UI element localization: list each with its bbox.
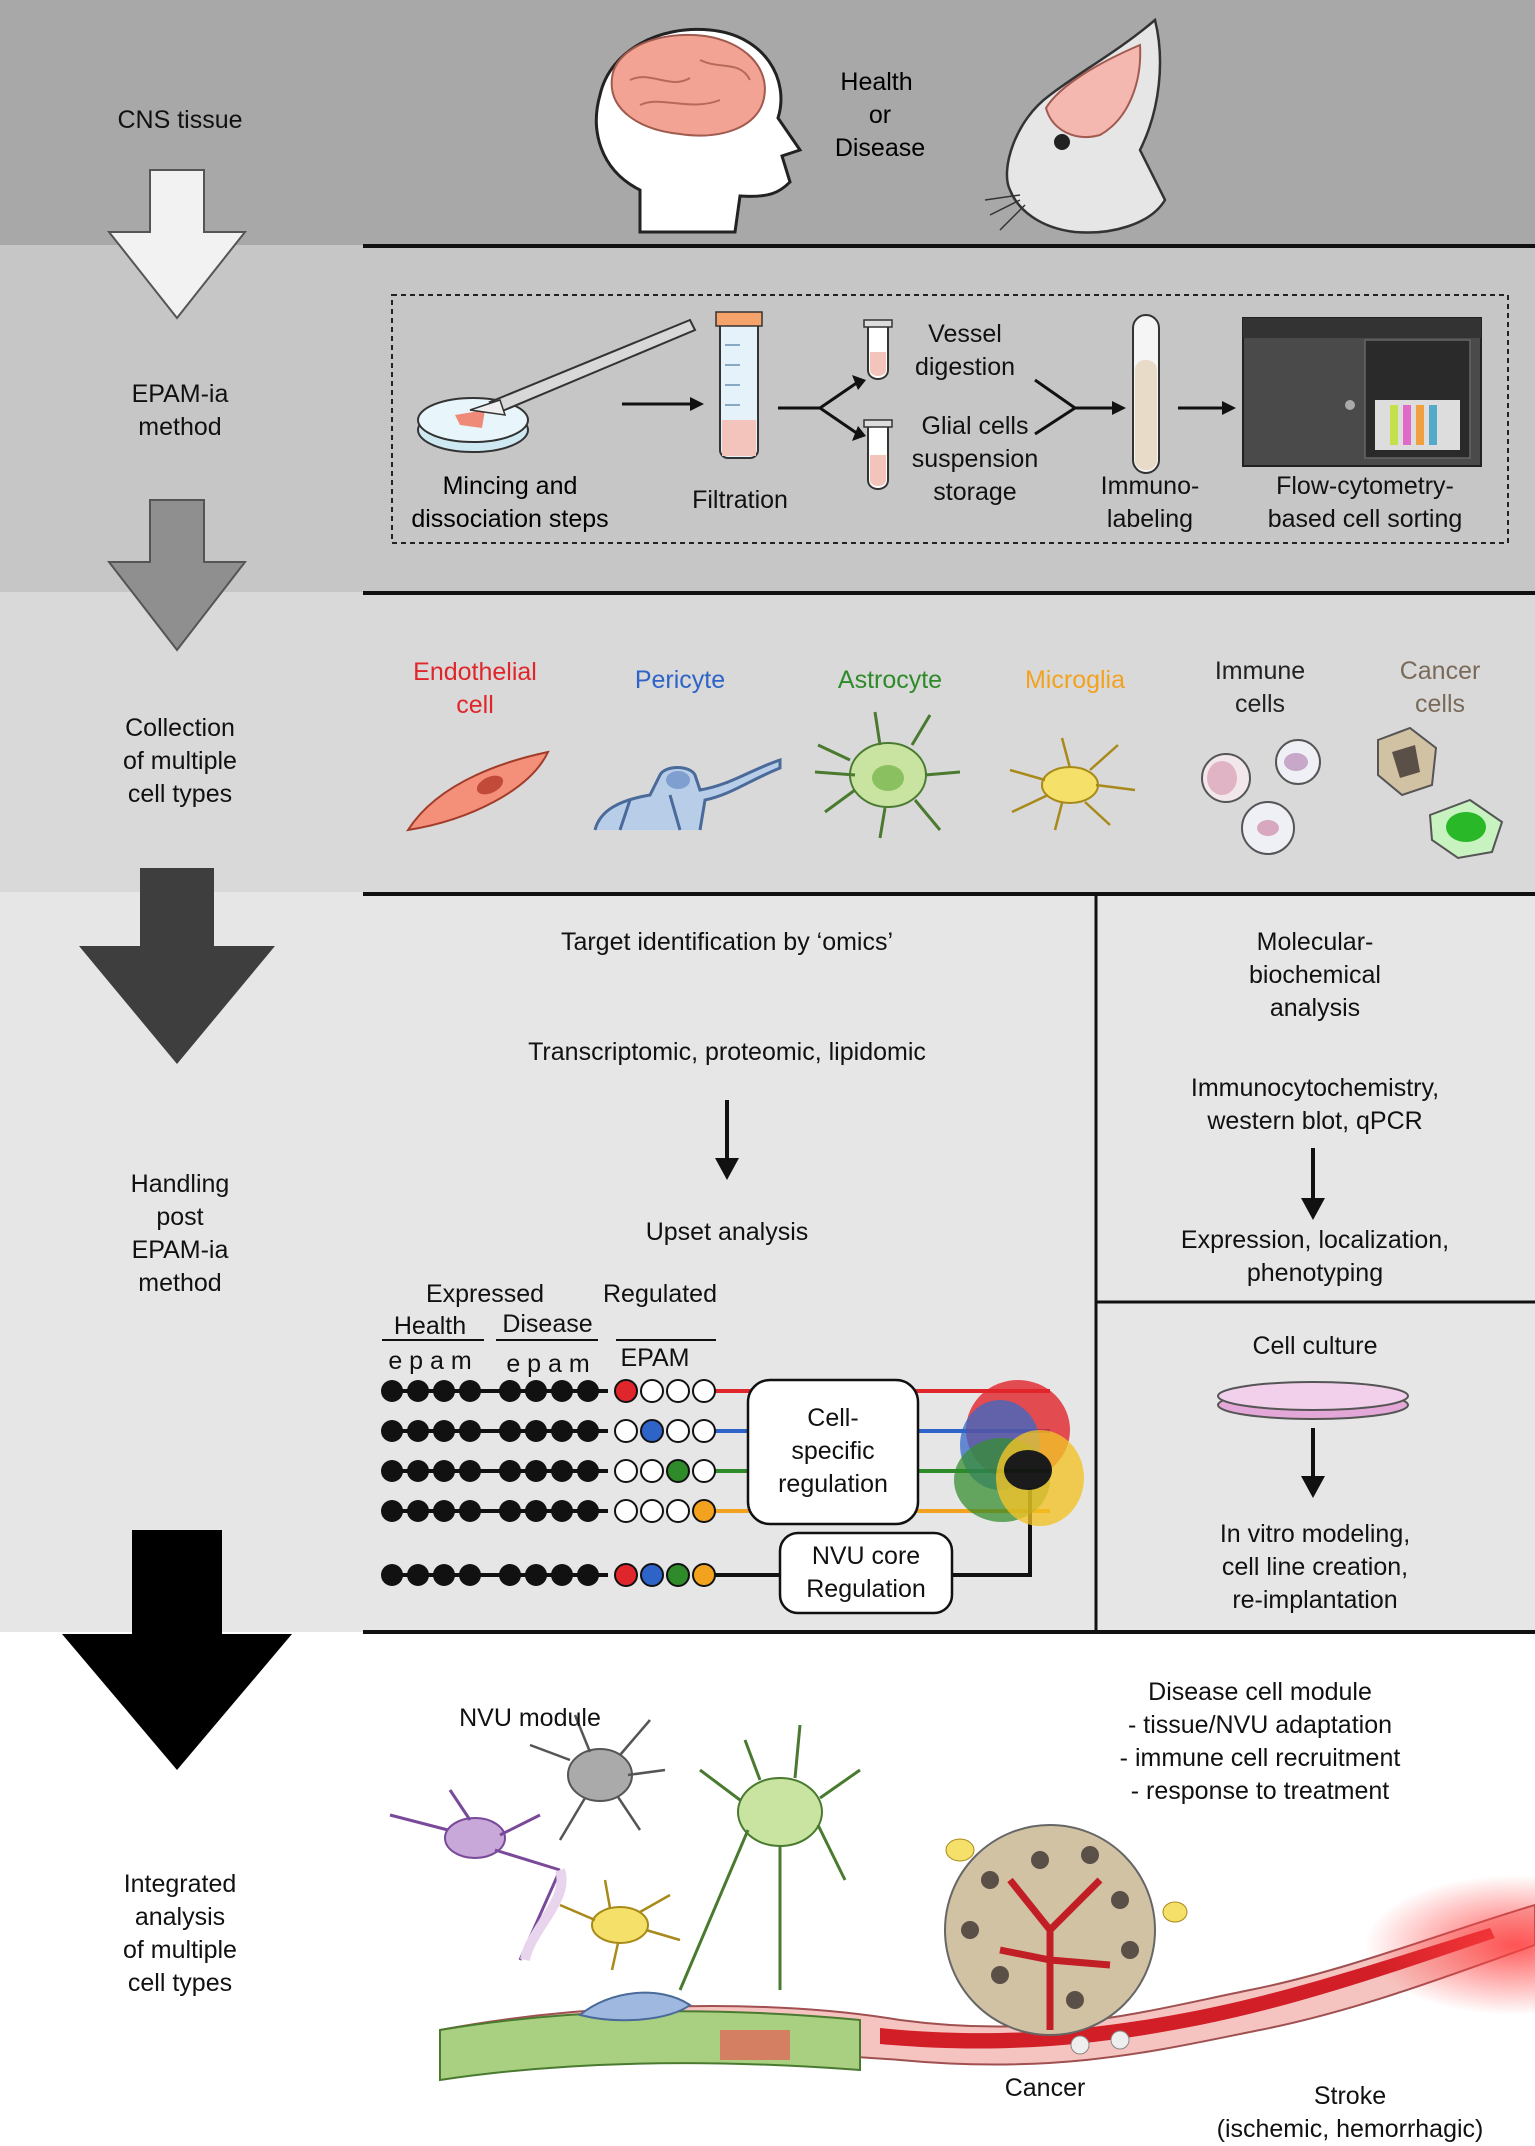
cancer-cells-icon <box>1377 726 1504 860</box>
culture-result: In vitro modeling, cell line creation, r… <box>1219 1520 1411 1614</box>
step-glial-label: Glial cells suspension storage <box>911 412 1039 506</box>
step-filtration-label: Filtration <box>692 486 788 514</box>
culture-title: Cell culture <box>1252 1332 1378 1360</box>
stroke-label: Stroke (ischemic, hemorrhagic) <box>1216 2082 1484 2143</box>
step-flow-label: Flow-cytometry- based cell sorting <box>1267 472 1463 533</box>
omics-types: Transcriptomic, proteomic, lipidomic <box>528 1038 926 1066</box>
cns_row-condition-line-2: Disease <box>835 134 925 162</box>
upset-label: Upset analysis <box>645 1218 809 1246</box>
stage-label-integrated: Integrated analysis of multiple cell typ… <box>123 1870 237 1997</box>
header-expressed: Expressed <box>425 1280 545 1308</box>
microglia-icon <box>1009 737 1136 831</box>
stage-label-cns: CNS tissue <box>117 106 243 134</box>
disease-module-title: Disease cell module <box>1148 1678 1372 1706</box>
culture-dish-icon <box>1217 1381 1409 1420</box>
cell-label-pericyte: Pericyte <box>634 666 726 694</box>
astrocyte-icon <box>814 711 961 839</box>
vessel-tube-icon <box>863 319 893 380</box>
header-epam-caps: EPAM <box>620 1344 690 1372</box>
scalpel-icon <box>469 318 697 416</box>
cell-specific-regulation-label: Cell- specific regulation <box>778 1404 888 1498</box>
flow-cytometer-icon <box>1242 317 1482 467</box>
stage-label-collection: Collection of multiple cell types <box>123 714 237 808</box>
molecular-result: Expression, localization, phenotyping <box>1180 1226 1450 1287</box>
nvu-core-box <box>778 1531 954 1615</box>
nvu-module-label: NVU module <box>459 1704 601 1732</box>
divider-4 <box>363 1630 1535 1634</box>
divider-3 <box>363 892 1535 896</box>
header-regulated: Regulated <box>603 1280 717 1308</box>
molecular-title: Molecular- biochemical analysis <box>1248 928 1381 1022</box>
cell-label-immune: Immune cells <box>1214 657 1306 718</box>
cell-label-cancer: Cancer cells <box>1399 657 1481 718</box>
immune-cells-icon <box>1201 739 1321 855</box>
disease-module-items: - tissue/NVU adaptation - immune cell re… <box>1119 1711 1401 1805</box>
glial-tube-icon <box>863 419 893 490</box>
divider-1 <box>363 244 1535 248</box>
venn-diagram <box>954 1380 1084 1526</box>
mouse-head-icon <box>984 17 1167 234</box>
header-health: Health <box>393 1312 467 1340</box>
omics-title: Target identification by ‘omics’ <box>560 928 894 956</box>
vessel-illustration <box>439 1875 1535 2082</box>
method-frame <box>391 294 1509 544</box>
divider-2 <box>363 591 1535 595</box>
molecular-methods: Immunocytochemistry, western blot, qPCR <box>1190 1074 1440 1135</box>
nvu-core-regulation-label: NVU core Regulation <box>806 1542 926 1603</box>
merge-arrow <box>1034 378 1115 436</box>
human-head-icon <box>594 27 803 234</box>
cell-label-endothelial: Endothelial cell <box>413 658 537 719</box>
cell-label-microglia: Microglia <box>1024 666 1126 694</box>
tumor-illustration <box>944 1824 1188 2036</box>
stage-arrow-3 <box>79 868 275 1064</box>
stage-label-epam: EPAM-ia method <box>131 380 229 441</box>
cns_row-condition-line-1: or <box>869 101 891 129</box>
stage-arrow-2 <box>106 499 248 652</box>
stage-arrow-1 <box>106 169 248 320</box>
nvu-cells-illustration <box>389 1714 861 1991</box>
header-disease: Disease <box>502 1310 593 1338</box>
step-vessel-label: Vessel digestion <box>914 320 1016 381</box>
cell-label-astrocyte: Astrocyte <box>837 666 943 694</box>
split-arrow <box>778 380 859 436</box>
immunolabeling-tube-icon <box>1132 314 1160 474</box>
method_steps-mincing-line-1: dissociation steps <box>411 505 608 533</box>
cancer-label: Cancer <box>1004 2074 1086 2102</box>
stage-label-handling: Handling post EPAM-ia method <box>130 1170 230 1297</box>
header-epam-health: e p a m <box>388 1347 472 1375</box>
endothelial-cell-icon <box>405 750 550 832</box>
upset-rows <box>381 1379 1050 1587</box>
filtration-tube-icon <box>715 311 763 459</box>
step-immuno-label: Immuno- labeling <box>1100 472 1200 533</box>
header-epam-disease: e p a m <box>506 1350 590 1378</box>
pericyte-icon <box>593 757 782 831</box>
stage-arrow-4 <box>62 1530 292 1770</box>
cell-specific-box <box>746 1378 920 1526</box>
